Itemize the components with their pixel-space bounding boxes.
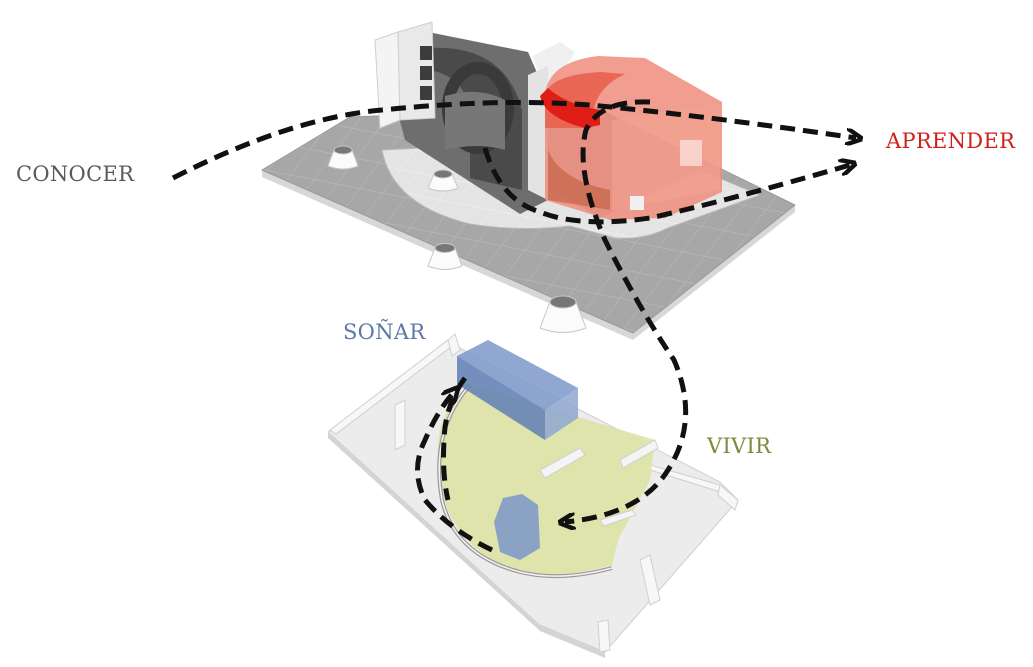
label-vivir: VIVIR: [707, 434, 771, 458]
label-sonar: SOÑAR: [343, 320, 425, 344]
lower-level: [328, 334, 738, 658]
sonar-octagon: [494, 494, 540, 560]
label-conocer: CONOCER: [16, 162, 134, 186]
upper-level: [262, 22, 795, 340]
label-aprender: APRENDER: [886, 129, 1015, 153]
aprender-volume: [540, 56, 722, 220]
